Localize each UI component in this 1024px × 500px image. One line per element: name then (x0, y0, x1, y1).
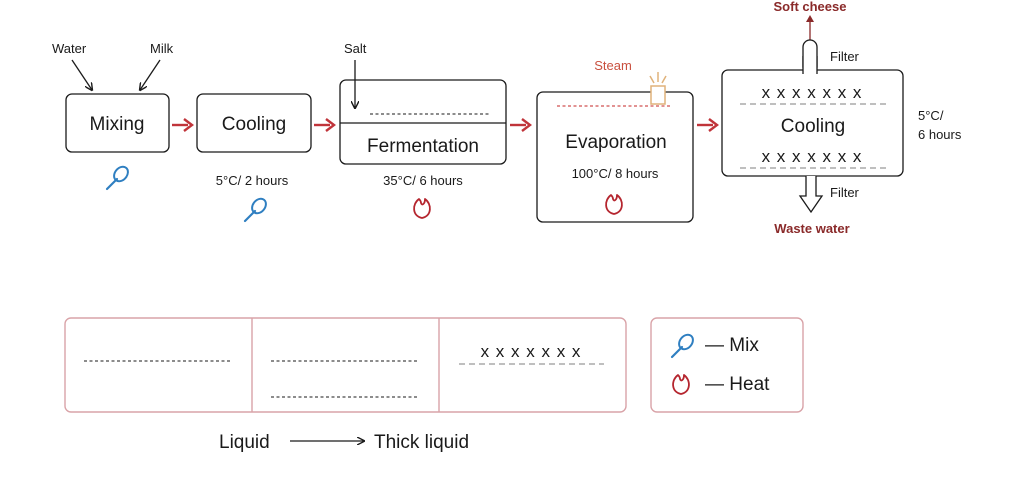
consistency-marks: x x x x x x x (481, 342, 582, 361)
liquid-label: Liquid (219, 432, 270, 453)
water-arrow (71, 59, 92, 90)
flame-icon (605, 194, 623, 215)
filter-top-label: Filter (830, 49, 860, 64)
milk-label: Milk (150, 41, 174, 56)
thick-liquid-label: Thick liquid (374, 432, 469, 453)
cooling-marks-top: x x x x x x x (762, 83, 863, 102)
legend-panel (650, 317, 804, 413)
fermentation-title: Fermentation (367, 136, 479, 157)
soft-cheese-label: Soft cheese (774, 0, 847, 14)
cooling-box-1 (196, 93, 312, 153)
cooling-marks-bottom: x x x x x x x (762, 147, 863, 166)
evaporation-condition: 100°C/ 8 hours (572, 166, 659, 181)
mixing-box (65, 93, 170, 153)
cooling-title-1: Cooling (222, 114, 286, 135)
evaporation-box (536, 91, 694, 223)
legend-mix-label: — Mix (705, 335, 759, 356)
water-label: Water (52, 41, 87, 56)
flow-arrow-2 (314, 118, 336, 132)
filter-mask (803, 56, 817, 74)
flow-arrow-1 (172, 118, 194, 132)
steam-vent-icon (649, 72, 667, 105)
consistency-panel (64, 317, 627, 413)
flow-arrow-4 (697, 118, 719, 132)
salt-label: Salt (344, 41, 367, 56)
legend-heat-label: — Heat (705, 374, 770, 395)
waste-water-label: Waste water (774, 221, 849, 236)
cooling-title-2: Cooling (781, 116, 845, 137)
flame-icon (413, 198, 431, 219)
cooling-condition-1: 5°C/ 2 hours (216, 173, 289, 188)
cooling-condition-2b: 6 hours (918, 127, 962, 142)
fermentation-condition: 35°C/ 6 hours (383, 173, 463, 188)
flame-icon (672, 374, 690, 395)
mixing-title: Mixing (90, 114, 145, 135)
whisk-icon (670, 333, 694, 359)
milk-arrow (140, 59, 161, 90)
soft-cheese-arrowhead (806, 15, 814, 22)
cooling-condition-2a: 5°C/ (918, 108, 944, 123)
evaporation-title: Evaporation (565, 132, 666, 153)
steam-label: Steam (594, 58, 632, 73)
filter-bottom-label: Filter (830, 185, 860, 200)
filter-sides (802, 56, 818, 74)
fermentation-box (339, 79, 507, 165)
flow-arrow-3 (510, 118, 532, 132)
bottom-filter-arrow (798, 176, 824, 214)
whisk-icon (243, 197, 267, 223)
whisk-icon (105, 165, 129, 191)
